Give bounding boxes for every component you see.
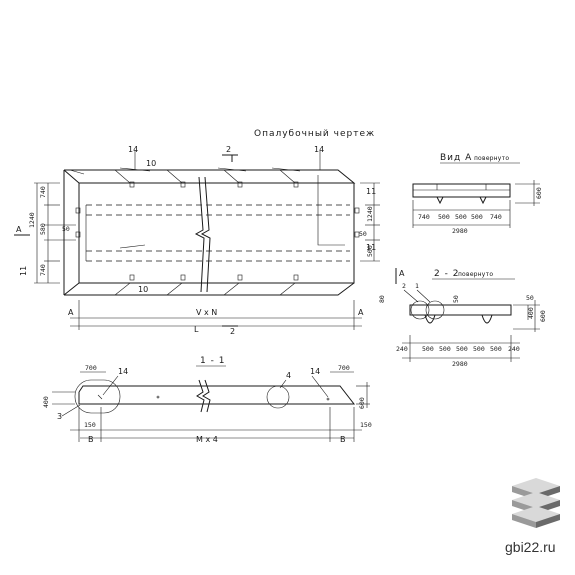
section-2-2-dim-500-2: 500	[439, 345, 451, 353]
view-a-dim-500-2: 500	[455, 213, 467, 221]
drawing-title: Опалубочный чертеж	[254, 129, 375, 139]
section-2-2-label-2: 2	[402, 282, 406, 290]
section-2-2-dim-500-4: 500	[473, 345, 485, 353]
section-2-2-dim-240-left: 240	[396, 345, 408, 353]
section-2-2: А 2 - 2 повернуто 2 1 80 50 50 400 600 2…	[378, 268, 547, 368]
section-1-1-dim-150-left: 150	[84, 421, 96, 429]
label-10-top: 10	[146, 159, 156, 168]
dim-740-bottom: 740	[39, 264, 47, 276]
section-2-2-dim-500-1: 500	[422, 345, 434, 353]
label-14-top-right: 14	[314, 145, 324, 154]
view-a-dim-740-left: 740	[418, 213, 430, 221]
section-2-2-title: 2 - 2	[434, 269, 459, 279]
section-1-1-dim-150-right: 150	[360, 421, 372, 429]
section-1-1-dim-mx4: M x 4	[196, 435, 218, 444]
dim-50-left: 50	[62, 225, 70, 233]
section-2-2-dim-500-3: 500	[456, 345, 468, 353]
section-1-1-label-b-left: В	[88, 435, 94, 444]
section-a-left: А	[16, 225, 22, 234]
section-2-2-dim-500-5: 500	[490, 345, 502, 353]
dim-1240-left: 1240	[28, 212, 36, 228]
section-1-1-dim-600: 600	[358, 397, 366, 409]
section-2-2-dim-240-right: 240	[508, 345, 520, 353]
view-a-dim-500-3: 500	[471, 213, 483, 221]
section-2-2-dim-50-b: 50	[526, 294, 534, 302]
section-1-1: 1 - 1 700 700 14 14 4 400 3 600 15	[42, 356, 372, 444]
view-a-dim-2980: 2980	[452, 227, 468, 235]
view-a-dim-600: 600	[535, 187, 543, 199]
section-1-1-label-14-right: 14	[310, 367, 320, 376]
section-1-1-label-b-right: В	[340, 435, 346, 444]
view-a-title: Вид А	[440, 153, 472, 163]
section-1-1-label-3: 3	[57, 412, 62, 421]
dim-740-top: 740	[39, 186, 47, 198]
view-a: Вид А повернуто 740 500 500 500 740 2980…	[412, 153, 543, 235]
site-watermark: gbi22.ru	[505, 539, 556, 555]
section-1-1-dim-400: 400	[42, 396, 50, 408]
section-2-2-dim-600: 600	[539, 310, 547, 322]
section-a-bottom-right: А	[358, 308, 364, 317]
dim-v-x-n: V x N	[196, 308, 217, 317]
dim-1240-right: 1240	[366, 206, 374, 222]
site-logo	[512, 478, 560, 528]
dim-50-right: 50	[359, 230, 367, 238]
section-mark-a-right: А	[399, 269, 405, 278]
label-11-right-bottom: 11	[366, 243, 376, 252]
label-14-top-left: 14	[128, 145, 138, 154]
section-1-1-label-4: 4	[286, 371, 291, 380]
section-a-bottom-left: А	[68, 308, 74, 317]
view-a-dim-740-right: 740	[490, 213, 502, 221]
section-2-2-note: повернуто	[458, 270, 493, 278]
section-1-1-dim-700-left: 700	[85, 364, 97, 372]
view-a-dim-500-1: 500	[438, 213, 450, 221]
section-1-1-title: 1 - 1	[200, 356, 225, 366]
view-a-note: повернуто	[474, 154, 509, 162]
section-2-2-dim-80: 80	[378, 295, 386, 303]
section-1-1-label-14-left: 14	[118, 367, 128, 376]
label-10-bottom: 10	[138, 285, 148, 294]
section-1-1-dim-700-right: 700	[338, 364, 350, 372]
dim-l: L	[194, 325, 199, 334]
section-2-mark-top: 2	[226, 145, 231, 154]
section-2-2-dim-50-a: 50	[452, 295, 460, 303]
section-2-2-label-1: 1	[415, 282, 419, 290]
label-11-right-top: 11	[366, 187, 376, 196]
label-11-left: 11	[19, 266, 28, 276]
section-2-2-dim-400: 400	[527, 307, 535, 319]
section-2-2-dim-2980: 2980	[452, 360, 468, 368]
section-2-mark-bottom: 2	[230, 327, 235, 336]
dim-500-right: 500	[366, 245, 374, 257]
plan-view: 740 580 740 1240 50 А 11 1240 500 50 11 …	[14, 145, 380, 336]
dim-580-left: 580	[39, 223, 47, 235]
